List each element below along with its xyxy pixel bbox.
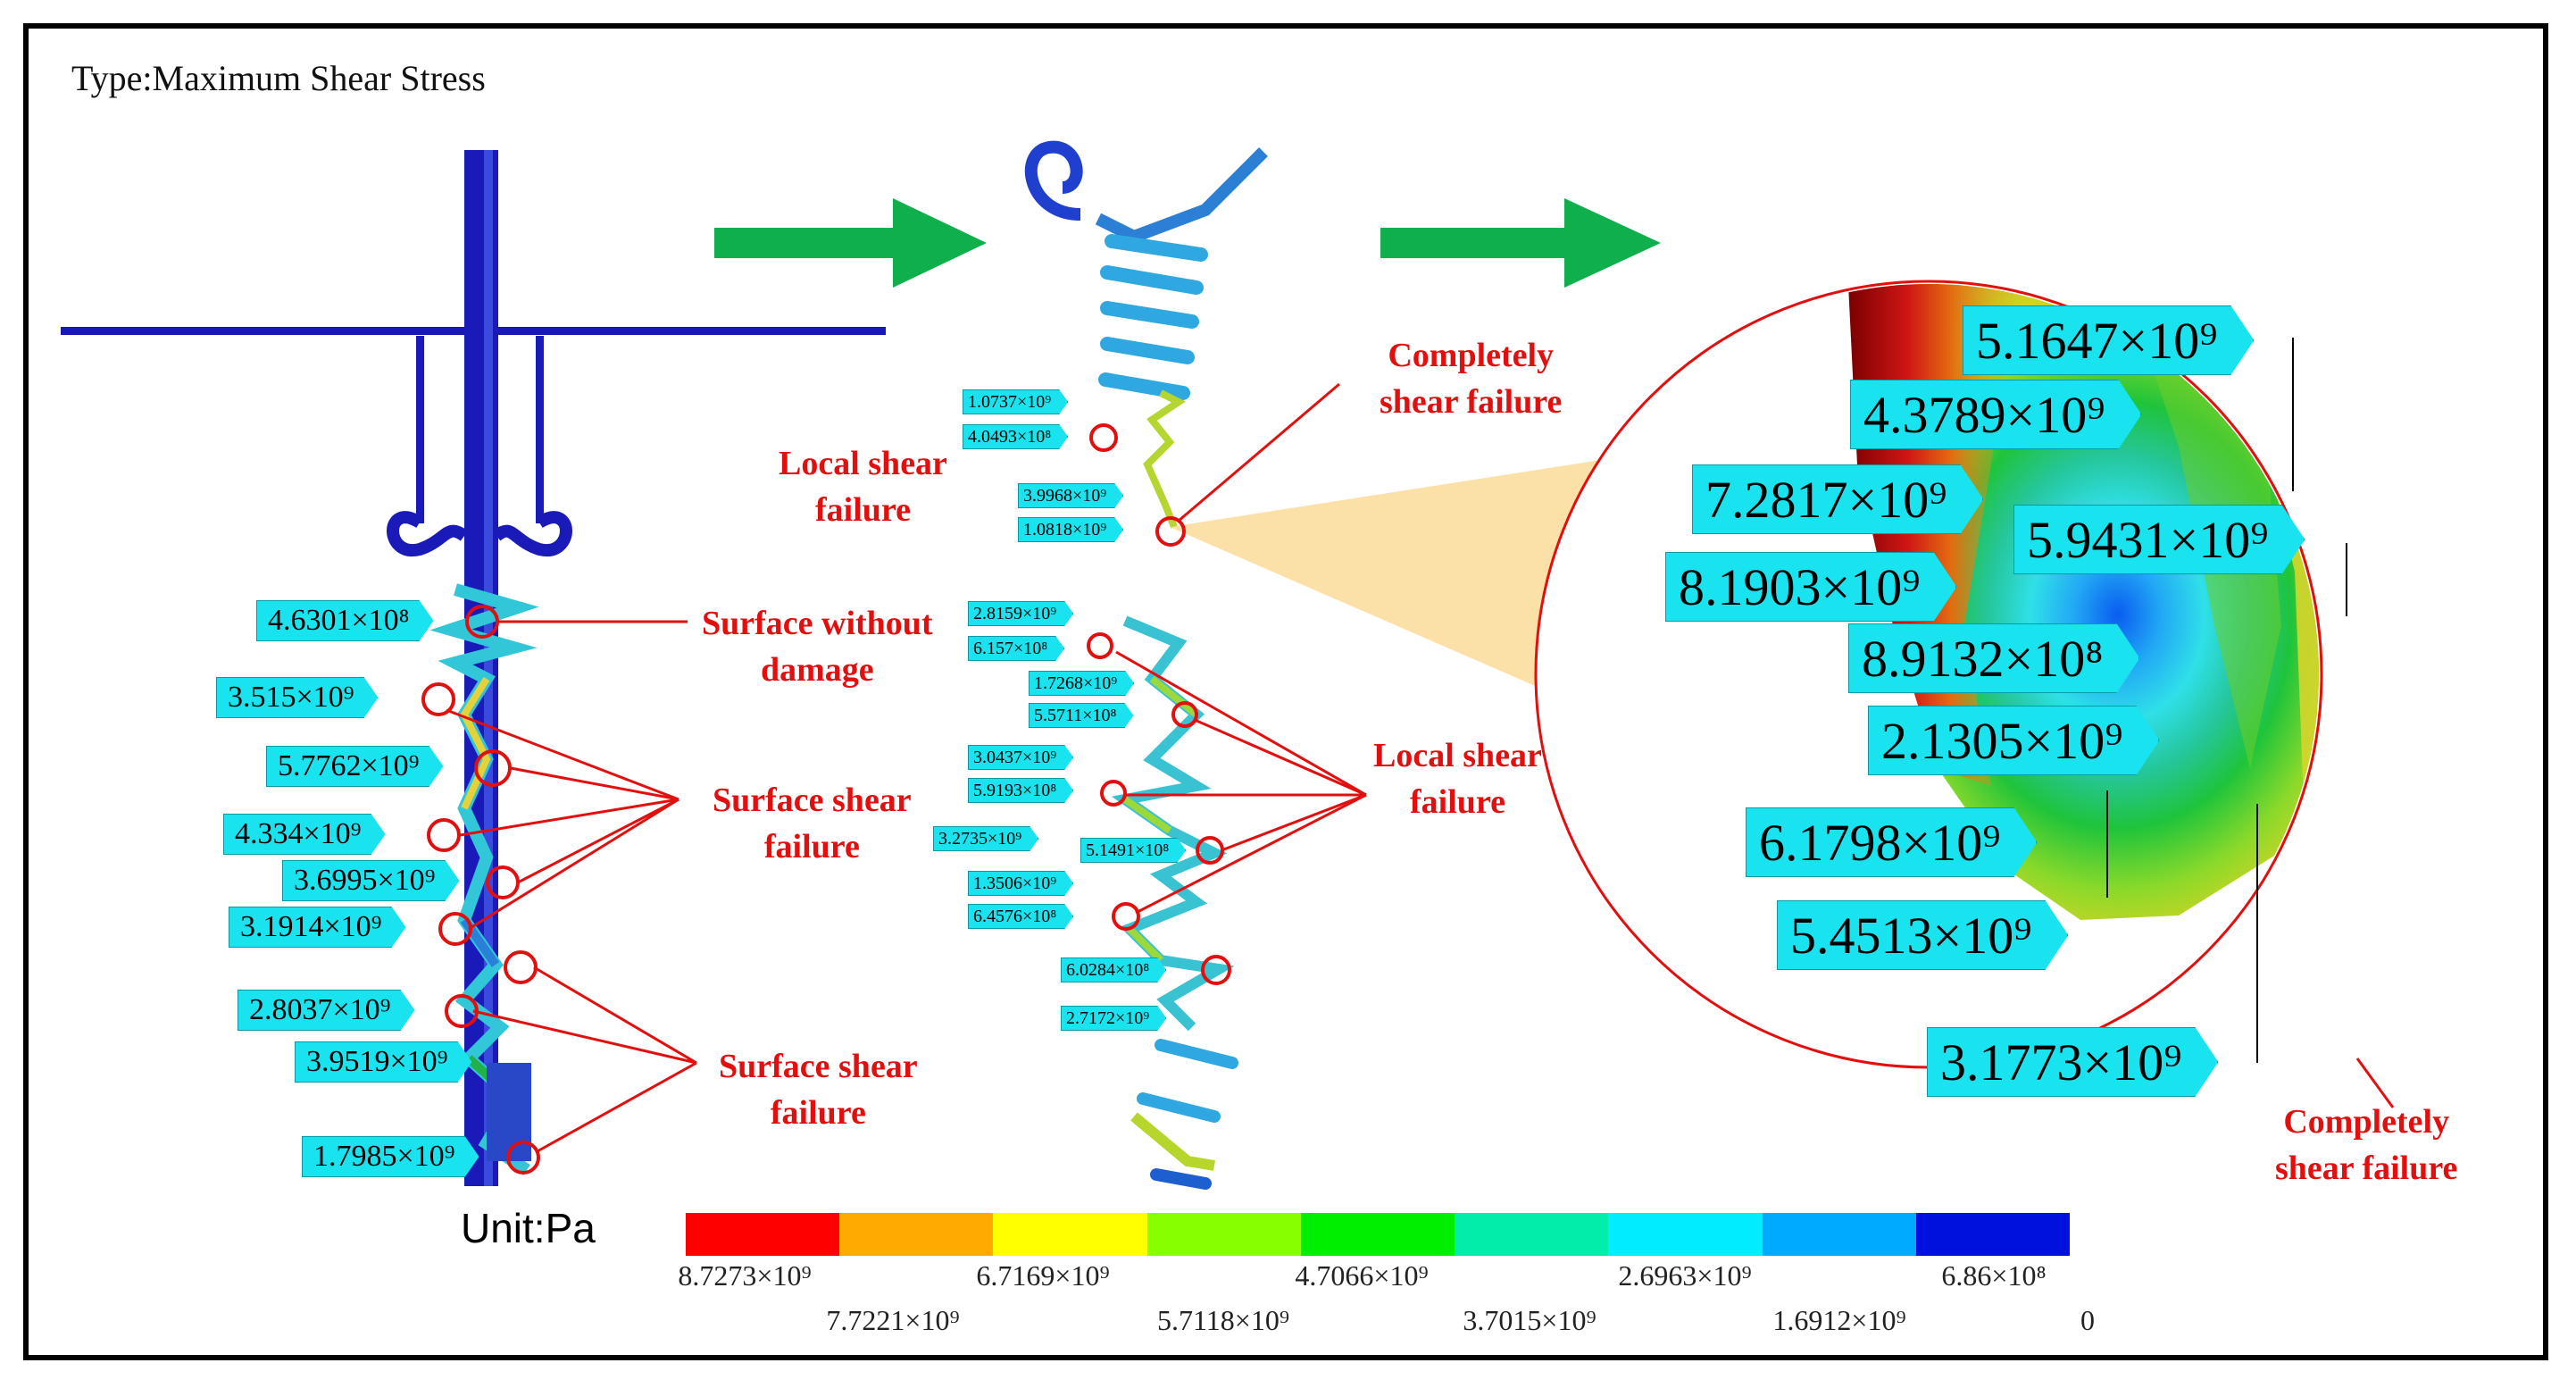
stress-label-left: 3.1914×10⁹ — [229, 907, 406, 948]
stress-label-zoom: 6.1798×10⁹ — [1746, 807, 2037, 877]
stress-label-mid: 5.5711×10⁸ — [1029, 703, 1134, 728]
stress-label-mid: 1.3506×10⁹ — [968, 871, 1073, 896]
stress-label-left: 4.6301×10⁸ — [256, 600, 434, 641]
stress-label-mid: 5.1491×10⁸ — [1080, 838, 1186, 863]
stress-label-zoom: 7.2817×10⁹ — [1692, 464, 1983, 534]
stress-label-mid: 1.0818×10⁹ — [1018, 517, 1123, 542]
annotation-surface-shear-failure-1: Surface shear failure — [713, 782, 912, 865]
colorbar-tick-top: 6.86×10⁸ — [1941, 1259, 2047, 1292]
flow-arrow-2 — [1380, 198, 1661, 288]
colorbar-tick-bottom: 3.7015×10⁹ — [1463, 1304, 1596, 1336]
stress-label-mid: 2.7172×10⁹ — [1061, 1006, 1166, 1031]
stress-label-mid: 3.2735×10⁹ — [933, 826, 1038, 851]
stress-label-mid: 6.157×10⁸ — [968, 636, 1064, 661]
colorbar-segment — [839, 1213, 994, 1256]
stress-label-mid: 6.4576×10⁸ — [968, 904, 1073, 929]
stress-label-zoom: 5.9431×10⁹ — [2013, 505, 2305, 574]
colorbar-segment — [1608, 1213, 1763, 1256]
stress-label-left: 5.7762×10⁹ — [266, 746, 444, 787]
annotation-completely-shear-failure-1: Completely shear failure — [1380, 337, 1563, 421]
stress-label-left: 4.334×10⁹ — [223, 814, 386, 855]
flow-arrow-1 — [714, 198, 987, 288]
figure-title: Type:Maximum Shear Stress — [71, 58, 486, 98]
stress-label-mid: 1.7268×10⁹ — [1029, 671, 1134, 696]
unit-label: Unit:Pa — [461, 1205, 596, 1251]
colorbar — [686, 1213, 2070, 1256]
annotation-local-shear-failure-1: Local shear failure — [779, 445, 947, 529]
stress-label-mid: 2.8159×10⁹ — [968, 601, 1073, 626]
annotation-completely-shear-failure-2: Completely shear failure — [2275, 1103, 2458, 1187]
colorbar-tick-bottom: 1.6912×10⁹ — [1772, 1304, 1906, 1336]
stress-label-mid: 6.0284×10⁸ — [1061, 957, 1166, 982]
anchor-model-damaged — [1024, 140, 1268, 1190]
colorbar-tick-top: 6.7169×10⁹ — [976, 1259, 1110, 1292]
stress-label-zoom: 2.1305×10⁹ — [1868, 706, 2159, 775]
colorbar-segment — [1455, 1213, 1609, 1256]
stress-label-zoom: 5.4513×10⁹ — [1777, 900, 2068, 970]
stress-label-zoom: 8.9132×10⁸ — [1848, 623, 2139, 693]
colorbar-segment — [1762, 1213, 1916, 1256]
stress-label-zoom: 5.1647×10⁹ — [1963, 305, 2254, 375]
colorbar-segment — [686, 1213, 840, 1256]
stress-label-left: 1.7985×10⁹ — [302, 1136, 479, 1177]
stress-label-left: 3.515×10⁹ — [216, 677, 379, 718]
colorbar-segment — [993, 1213, 1147, 1256]
stress-label-mid: 3.9968×10⁹ — [1018, 483, 1123, 508]
stress-label-mid: 3.0437×10⁹ — [968, 745, 1073, 770]
leader-lines — [446, 382, 1367, 1154]
stress-label-mid: 4.0493×10⁸ — [963, 424, 1068, 449]
annotation-surface-shear-failure-2: Surface shear failure — [719, 1048, 918, 1132]
colorbar-tick-top: 8.7273×10⁹ — [678, 1259, 812, 1292]
stress-label-zoom: 8.1903×10⁹ — [1665, 552, 1956, 622]
stress-label-mid: 1.0737×10⁹ — [963, 389, 1068, 414]
colorbar-segment — [1300, 1213, 1455, 1256]
colorbar-tick-top: 2.6963×10⁹ — [1618, 1259, 1752, 1292]
figure-frame — [23, 23, 2548, 1360]
colorbar-segment — [1146, 1213, 1301, 1256]
stress-label-left: 3.6995×10⁹ — [282, 860, 460, 901]
colorbar-tick-top: 4.7066×10⁹ — [1295, 1259, 1429, 1292]
colorbar-segment — [1915, 1213, 2070, 1256]
colorbar-tick-bottom: 0 — [2080, 1304, 2095, 1336]
annotation-surface-without-damage: Surface without damage — [702, 605, 933, 689]
stress-label-left: 3.9519×10⁹ — [295, 1041, 472, 1083]
colorbar-tick-bottom: 7.7221×10⁹ — [826, 1304, 960, 1336]
stress-label-mid: 5.9193×10⁸ — [968, 778, 1073, 803]
annotation-local-shear-failure-2: Local shear failure — [1373, 737, 1542, 821]
colorbar-tick-bottom: 5.7118×10⁹ — [1156, 1304, 1290, 1336]
stress-label-left: 2.8037×10⁹ — [238, 990, 415, 1031]
stress-label-zoom: 3.1773×10⁹ — [1927, 1027, 2218, 1097]
stress-label-zoom: 4.3789×10⁹ — [1850, 380, 2141, 449]
zoom-wedge — [1170, 456, 1630, 706]
